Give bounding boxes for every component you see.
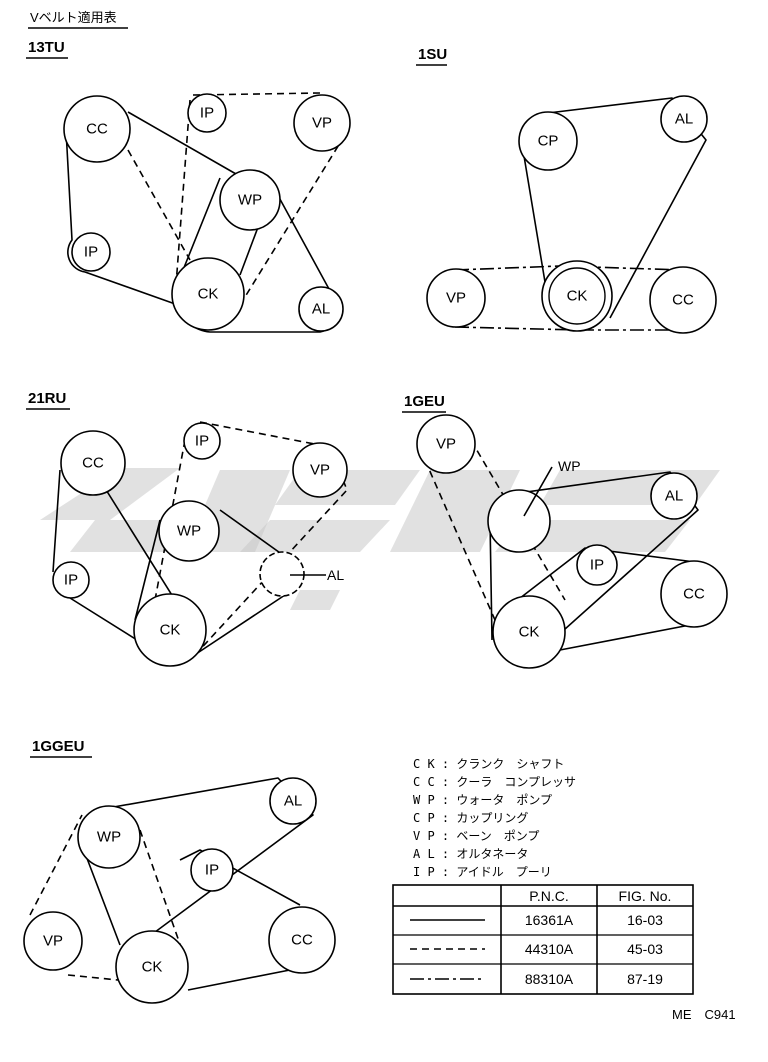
pulley-ip (183, 422, 221, 460)
belt-solid-1geu-b (501, 547, 696, 651)
legend-item: C K : クランク シャフト (413, 757, 564, 771)
legend-item: C P : カップリング (413, 811, 528, 825)
section-1geu: 1GEU VP WP AL IP CC CK (402, 393, 728, 669)
pulley-label: IP (84, 244, 98, 261)
pulley-vp (292, 442, 348, 498)
table-cell: 44310A (525, 941, 574, 957)
pulley-ip (190, 848, 234, 892)
pulley-ip (52, 561, 90, 599)
watermark (40, 468, 720, 610)
section-title-1ggeu: 1GGEU (32, 738, 85, 755)
legend-item: C C : クーラ コンプレッサ (413, 775, 576, 789)
table-cell: 16-03 (627, 912, 663, 928)
pulley-wp (77, 805, 141, 869)
table-header: FIG. No. (619, 888, 672, 904)
pulley-label: CK (198, 286, 219, 303)
table-cell: 88310A (525, 971, 574, 987)
section-21ru: 21RU CC IP VP WP AL IP CK (26, 390, 348, 667)
pulley-vp (426, 268, 486, 328)
belt-dashed-1ggeu (29, 814, 183, 981)
callout-leader-wp (523, 466, 553, 517)
pulley-vp (293, 94, 351, 152)
pulley-label: IP (64, 572, 78, 589)
pulley-ip (576, 544, 618, 586)
legend-item: I P : アイドル プーリ (413, 865, 552, 879)
pulley-label: VP (312, 115, 332, 132)
pulley-ck (171, 257, 245, 331)
pulley-cc (268, 906, 336, 974)
pulley-cc (649, 266, 717, 334)
table-cell: 45-03 (627, 941, 663, 957)
legend: C K : クランク シャフト C C : クーラ コンプレッサ W P : ウ… (413, 757, 576, 879)
pulley-wp (487, 489, 551, 553)
header-title: Vベルト適用表 (30, 10, 117, 25)
table-border (392, 884, 694, 995)
pulley-label: WP (97, 829, 121, 846)
pulley-label: VP (436, 436, 456, 453)
pulley-label: AL (665, 488, 683, 505)
callout-wp: WP (558, 458, 581, 474)
pulley-cc (63, 95, 131, 163)
pulley-label: CP (538, 133, 559, 150)
pulley-label: AL (284, 793, 302, 810)
pulley-ip (71, 232, 111, 272)
pulley-cc (60, 430, 126, 496)
table-cell: 87-19 (627, 971, 663, 987)
pulley-label: VP (310, 462, 330, 479)
pulley-al (660, 95, 708, 143)
table-cell: 16361A (525, 912, 574, 928)
pulley-label: CK (567, 288, 588, 305)
pulley-vp (416, 414, 476, 474)
pnc-table: P.N.C. FIG. No. 16361A 16-03 44310A 45-0… (392, 884, 694, 995)
pulley-ck (133, 593, 207, 667)
pulley-wp (219, 169, 281, 231)
pulley-ip (187, 93, 227, 133)
pulley-label: VP (446, 290, 466, 307)
pulley-label: IP (195, 433, 209, 450)
pulley-label: CC (291, 932, 313, 949)
section-1su: 1SU CP AL VP CK CC (416, 46, 717, 334)
pulley-al (259, 551, 305, 597)
section-title-13tu: 13TU (28, 39, 65, 56)
pulley-al (650, 472, 698, 520)
section-title-1geu: 1GEU (404, 393, 445, 410)
pulley-label: CC (82, 455, 104, 472)
pulley-label: CC (86, 121, 108, 138)
pulley-al (298, 286, 344, 332)
pulley-ck (541, 260, 613, 332)
legend-item: V P : ベーン ポンプ (413, 829, 539, 843)
pulley-label: IP (200, 105, 214, 122)
pulley-label: CK (160, 622, 181, 639)
section-title-21ru: 21RU (28, 390, 66, 407)
pulley-vp (23, 911, 83, 971)
section-title-1su: 1SU (418, 46, 447, 63)
callout-al: AL (327, 567, 344, 583)
pulley-al (269, 777, 317, 825)
section-1ggeu: 1GGEU AL WP IP VP CK CC (23, 738, 336, 1004)
pulley-label: IP (590, 557, 604, 574)
pulley-ck (115, 930, 189, 1004)
pulley-label: CK (519, 624, 540, 641)
pulley-label: CC (683, 586, 705, 603)
pulley-ck (492, 595, 566, 669)
legend-item: A L : オルタネータ (413, 847, 528, 861)
pulley-label: WP (177, 523, 201, 540)
pulley-label: AL (312, 301, 330, 318)
section-13tu: 13TU CC IP VP WP IP CK AL (26, 39, 351, 333)
pulley-wp (158, 500, 220, 562)
pulley-label: IP (205, 862, 219, 879)
pulley-ck-inner (548, 267, 606, 325)
pulley-label: CC (672, 292, 694, 309)
pulley-label: CK (142, 959, 163, 976)
legend-item: W P : ウォータ ポンプ (413, 793, 552, 807)
pulley-cp (518, 111, 578, 171)
table-header: P.N.C. (529, 888, 568, 904)
pulley-label: WP (238, 192, 262, 209)
pulley-cc (660, 560, 728, 628)
pulley-label: AL (675, 111, 693, 128)
footer-code: ME C941 (672, 1007, 736, 1022)
pulley-label: VP (43, 933, 63, 950)
